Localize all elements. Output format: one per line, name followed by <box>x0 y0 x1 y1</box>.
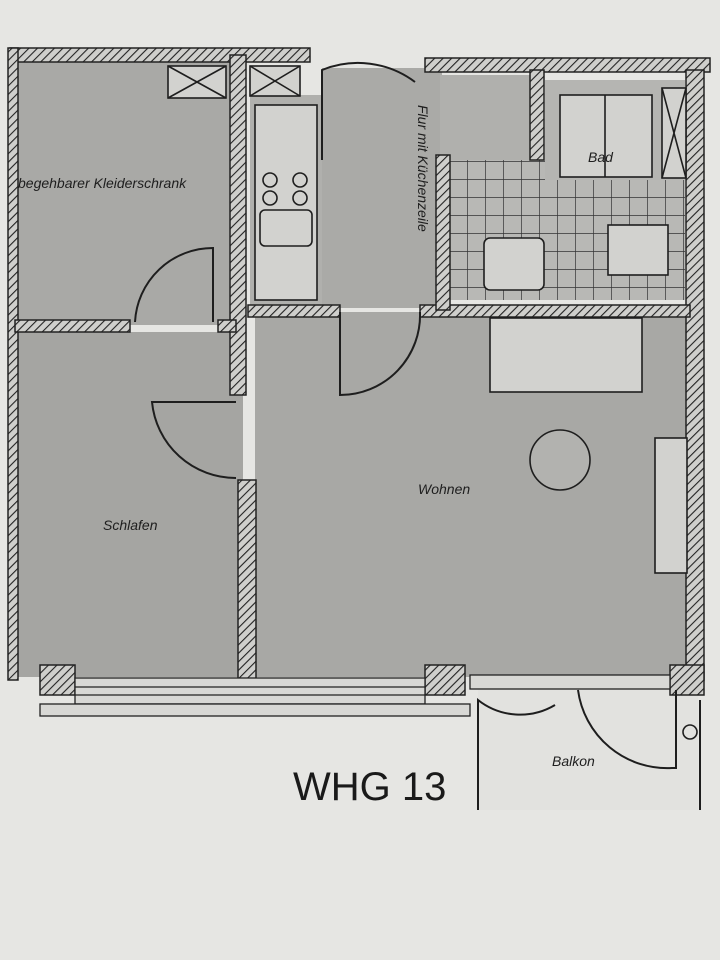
label-living: Wohnen <box>418 481 470 497</box>
round-table <box>529 429 591 491</box>
room-hallway <box>322 68 442 308</box>
door-swings <box>134 61 701 810</box>
sideboard <box>654 437 688 574</box>
room-bathroom-upper <box>440 75 540 160</box>
label-bedroom: Schlafen <box>103 517 158 533</box>
walls <box>7 47 711 696</box>
drain-symbol <box>682 724 698 740</box>
label-hallway-kitchen: Flur mit Küchenzeile <box>415 105 431 232</box>
shower-tray <box>559 94 653 178</box>
label-walk-in-closet: begehbarer Kleiderschrank <box>18 175 187 191</box>
windows <box>39 674 671 717</box>
bathtub-or-washer <box>607 224 669 276</box>
table <box>489 317 643 393</box>
kitchen-sink <box>259 209 313 247</box>
apartment-title: WHG 13 <box>293 765 446 809</box>
label-balcony: Balkon <box>552 753 595 769</box>
fixtures <box>167 65 698 740</box>
washbasin <box>483 237 545 291</box>
label-bathroom: Bad <box>588 149 614 165</box>
stove-burner <box>262 172 278 188</box>
room-balcony <box>478 682 698 810</box>
room-walk-in-closet <box>15 60 237 325</box>
room-bedroom <box>18 332 243 677</box>
